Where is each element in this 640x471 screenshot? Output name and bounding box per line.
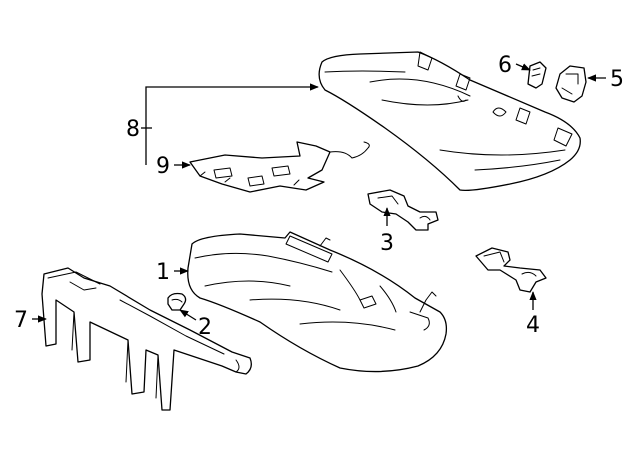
- callout-2: 2: [198, 315, 212, 340]
- hinge-bracket-lower: [475, 247, 547, 293]
- leader-8-top: [145, 83, 319, 128]
- hinge-bracket-upper: [367, 189, 439, 231]
- seat-cushion: [187, 231, 448, 373]
- clip-part: [167, 292, 187, 311]
- seat-frame: [41, 267, 252, 411]
- latch-part: [527, 61, 547, 89]
- callout-6: 6: [498, 53, 512, 78]
- callout-9: 9: [156, 154, 170, 179]
- callout-5: 5: [610, 67, 624, 92]
- callout-1: 1: [156, 260, 170, 285]
- callout-8: 8: [126, 117, 140, 142]
- leader-lines: [32, 63, 606, 323]
- callout-3: 3: [380, 231, 394, 256]
- callout-4: 4: [526, 313, 540, 338]
- callout-7: 7: [14, 308, 28, 333]
- seat-back-frame: [189, 141, 370, 193]
- leader-6: [515, 63, 531, 71]
- bracket-part: [555, 65, 587, 103]
- seat-back-cushion: [318, 51, 581, 192]
- leader-2: [179, 309, 197, 321]
